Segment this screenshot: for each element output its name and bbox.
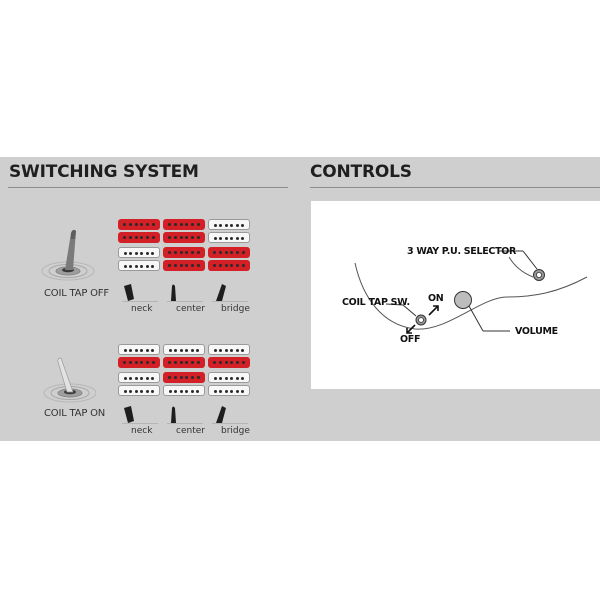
pickup-coil [208, 219, 250, 230]
pickup-coil [208, 344, 250, 355]
center-switch-position-icon [171, 406, 176, 423]
coil-tap-off-label: COIL TAP OFF [44, 288, 109, 299]
humbucker-pickup [118, 344, 160, 368]
pickup-coil [118, 357, 160, 368]
position-label-center: center [176, 304, 205, 314]
pickup-coil [118, 372, 160, 383]
position-baseline [212, 423, 248, 424]
position-baseline [122, 423, 158, 424]
pickup-coil [163, 219, 205, 230]
pickup-coil [208, 247, 250, 258]
pickup-coil [163, 357, 205, 368]
humbucker-pickup [163, 372, 205, 396]
pickup-coil [208, 260, 250, 271]
selector-label: 3 WAY P.U. SELECTOR [407, 246, 517, 257]
position-label-center: center [176, 426, 205, 436]
on-label: ON [428, 293, 444, 304]
pickup-coil [208, 232, 250, 243]
humbucker-pickup [163, 247, 205, 271]
pickup-coil [118, 247, 160, 258]
pickup-coil [208, 372, 250, 383]
position-label-neck: neck [131, 304, 153, 314]
coil-tap-switch-label: COIL TAP SW. [342, 297, 410, 308]
center-switch-position-icon [171, 284, 176, 301]
neck-switch-position-icon [124, 284, 134, 301]
humbucker-pickup [118, 372, 160, 396]
toggle-switch-on-icon [43, 357, 96, 403]
position-label-bridge: bridge [221, 304, 250, 314]
controls-divider [310, 187, 600, 188]
position-label-bridge: bridge [221, 426, 250, 436]
pickup-coil [118, 344, 160, 355]
pickup-coil [208, 385, 250, 396]
pickup-coil [208, 357, 250, 368]
position-baseline [167, 423, 203, 424]
controls-diagram: 3 WAY P.U. SELECTOR COIL TAP SW. ON OFF … [311, 201, 600, 389]
bridge-switch-position-icon [216, 406, 226, 423]
pickup-coil [163, 247, 205, 258]
pickup-coil [163, 344, 205, 355]
switching-divider [8, 187, 288, 188]
coil-tap-on-label: COIL TAP ON [44, 408, 106, 419]
pickup-coil [163, 385, 205, 396]
pickup-coil [118, 232, 160, 243]
pickup-coil [163, 232, 205, 243]
controls-heading: CONTROLS [310, 162, 412, 182]
off-label: OFF [400, 334, 421, 345]
humbucker-pickup [208, 372, 250, 396]
pickup-coil [163, 260, 205, 271]
pickup-coil [118, 219, 160, 230]
neck-switch-position-icon [124, 406, 134, 423]
bridge-switch-position-icon [216, 284, 226, 301]
body-outline-svg [354, 250, 588, 334]
pickup-coil [118, 260, 160, 271]
humbucker-pickup [118, 247, 160, 271]
volume-label: VOLUME [515, 326, 558, 337]
pickup-coil [163, 372, 205, 383]
position-baseline [212, 301, 248, 302]
position-label-neck: neck [131, 426, 153, 436]
pickup-coil [118, 385, 160, 396]
position-baseline [167, 301, 203, 302]
position-baseline [122, 301, 158, 302]
humbucker-pickup [163, 219, 205, 243]
humbucker-pickup [208, 247, 250, 271]
toggle-switch-off-icon [41, 229, 95, 281]
switching-system-heading: SWITCHING SYSTEM [9, 162, 199, 182]
humbucker-pickup [208, 344, 250, 368]
humbucker-pickup [163, 344, 205, 368]
humbucker-pickup [208, 219, 250, 243]
humbucker-pickup [118, 219, 160, 243]
